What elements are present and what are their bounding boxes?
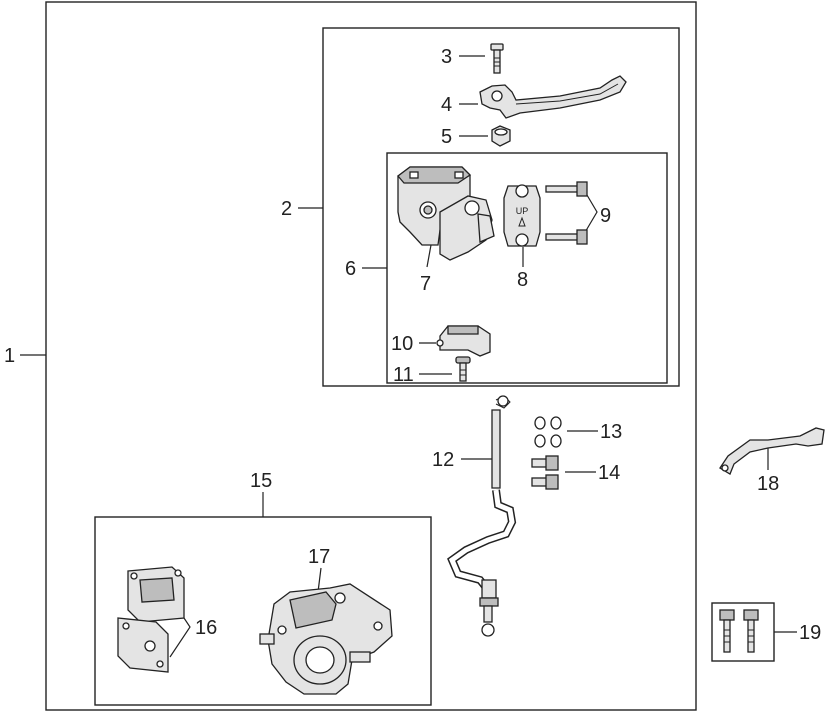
- callout-2: 2: [281, 198, 292, 220]
- callout-13: 13: [600, 421, 622, 443]
- callout-14: 14: [598, 462, 620, 484]
- callout-7: 7: [420, 273, 431, 295]
- hose-bracket-icon: [719, 427, 825, 475]
- bolt-icon: [719, 609, 759, 653]
- callout-4: 4: [441, 94, 452, 116]
- callout-17: 17: [308, 546, 330, 568]
- callout-5: 5: [441, 126, 452, 148]
- callout-3: 3: [441, 46, 452, 68]
- callout-1: 1: [4, 345, 15, 367]
- callout-12: 12: [432, 449, 454, 471]
- brake-lever-icon: [479, 75, 627, 119]
- callout-19: 19: [799, 622, 821, 644]
- clamp-icon: UP: [503, 184, 541, 247]
- brake-caliper-icon: [259, 583, 393, 695]
- callout-11: 11: [393, 364, 414, 386]
- callout-8: 8: [517, 269, 528, 291]
- callout-numbers: 1 2 3 4 5 6 7 8 9 10 11 12 13 14 15 16 1…: [4, 46, 821, 644]
- leader-lines: [20, 55, 797, 658]
- main-assembly-frame: [45, 1, 697, 711]
- banjo-bolt-icon: [531, 455, 559, 490]
- callout-10: 10: [391, 333, 413, 355]
- callout-18: 18: [757, 473, 779, 495]
- callout-6: 6: [345, 258, 356, 280]
- nut-icon: [491, 125, 511, 147]
- callout-15: 15: [250, 470, 272, 492]
- callout-16: 16: [195, 617, 217, 639]
- brake-switch-icon: [436, 325, 491, 357]
- screw-icon: [455, 356, 471, 382]
- brake-hose-icon: [447, 395, 517, 637]
- bolt-icon: [545, 181, 588, 245]
- callout-9: 9: [600, 205, 611, 227]
- washer-icon: [534, 416, 562, 448]
- brake-pad-icon: [117, 566, 185, 673]
- master-cylinder-icon: [397, 166, 495, 261]
- bolt-icon: [490, 43, 504, 74]
- master-cylinder-cap-text: UP: [516, 206, 529, 216]
- master-cylinder-assembly-frame: [322, 27, 680, 387]
